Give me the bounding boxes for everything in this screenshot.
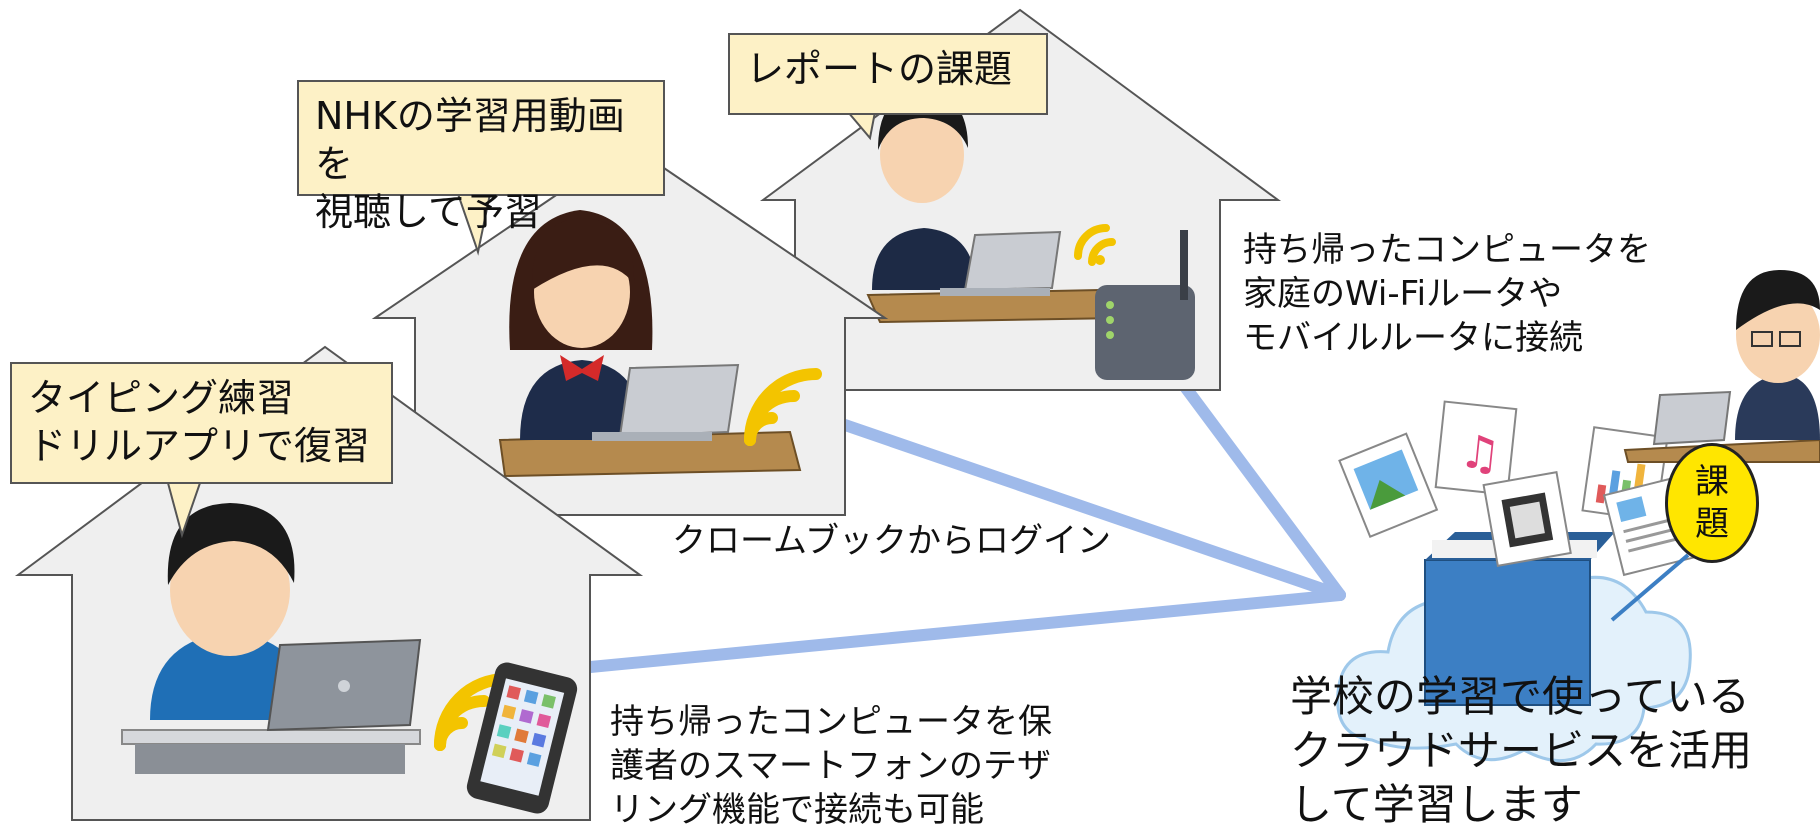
video-file-icon	[1482, 471, 1572, 567]
music-file-icon: ♫	[1434, 400, 1518, 496]
bubble-typing: タイピング練習 ドリルアプリで復習	[10, 362, 393, 484]
badge-pointer	[1610, 553, 1690, 622]
line-house-back	[1174, 374, 1346, 601]
wifi-icon	[744, 368, 822, 446]
caption-wifi-router: 持ち帰ったコンピュータを 家庭のWi-Fiルータや モバイルルータに接続	[1243, 230, 1651, 358]
connection-lines	[574, 374, 1346, 674]
teacher	[1623, 270, 1820, 463]
cloud-service: ♫	[1336, 400, 1698, 763]
bubble-report: レポートの課題	[728, 33, 1048, 115]
svg-text:♫: ♫	[1457, 424, 1504, 482]
bubble-nhk: NHKの学習用動画を 視聴して予習	[297, 80, 665, 234]
caption-tethering: 持ち帰ったコンピュータを保 護者のスマートフォンのテザ リング機能で接続も可能	[610, 702, 1052, 830]
wifi-icon	[1074, 224, 1116, 266]
line-house-front	[574, 589, 1346, 674]
line-house-middle	[839, 419, 1346, 601]
image-file-icon	[1338, 432, 1439, 538]
smartphone-icon	[466, 662, 578, 814]
assignment-badge: 課 題	[1665, 443, 1759, 563]
caption-cloud: 学校の学習で使っている クラウドサービスを活用 して学習します	[1290, 672, 1753, 829]
house-middle	[371, 143, 889, 516]
caption-login: クロームブックからログイン	[672, 521, 1111, 561]
